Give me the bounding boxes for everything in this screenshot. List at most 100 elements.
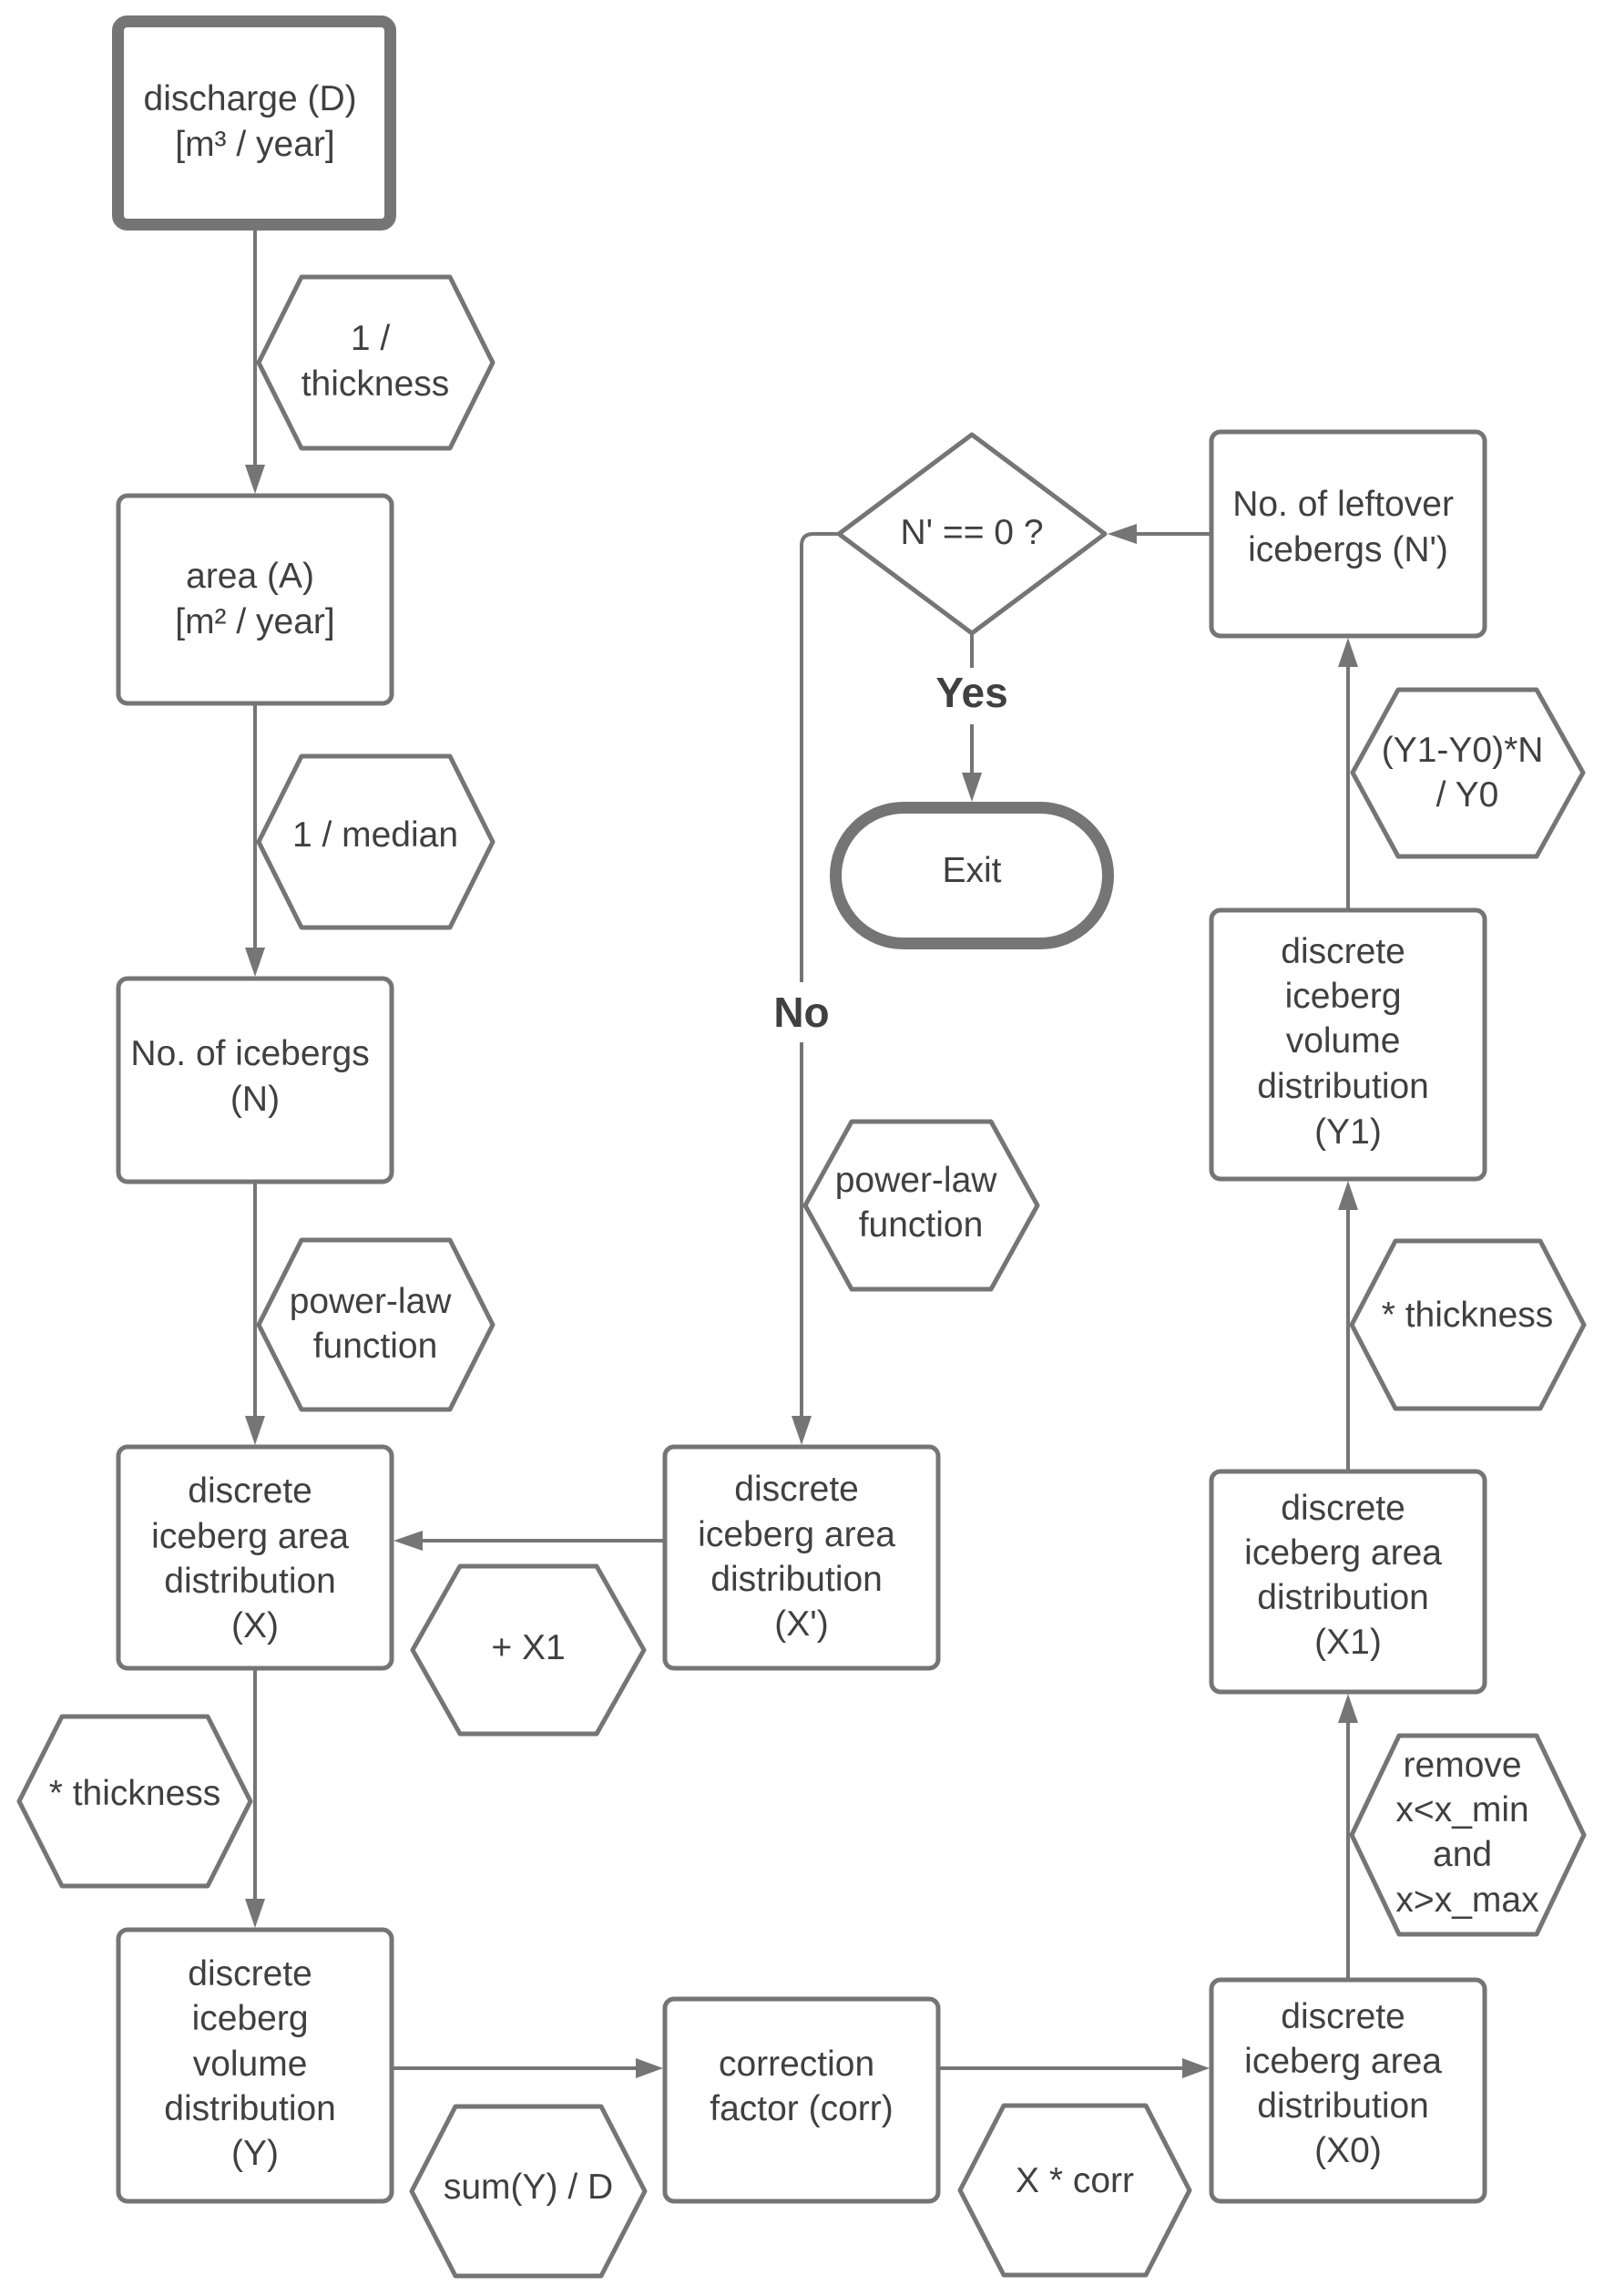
arrowhead-down-icon — [245, 1899, 265, 1928]
operator-hexagon — [1349, 1238, 1587, 1411]
label-line: sum(Y) / D — [444, 2168, 613, 2207]
operator-power-law-2: power-law function — [802, 1119, 1040, 1292]
edge-decision-to-x-prime — [800, 532, 838, 1418]
label-line: (X') — [774, 1604, 828, 1644]
arrowhead-down-icon — [792, 1416, 812, 1445]
label-line: icebergs (N') — [1248, 530, 1448, 569]
node-number-of-icebergs-label: No. of icebergs (N) — [130, 1034, 379, 1119]
operator-leftover-calc-label: (Y1-Y0)*N / Y0 — [1382, 731, 1554, 815]
operator-hexagon — [256, 753, 496, 930]
label-line: power-law — [835, 1161, 998, 1200]
label-line: distribution — [1257, 1067, 1429, 1106]
node-correction-factor-box — [662, 1996, 941, 2204]
node-area-distribution-x-prime: discrete iceberg area distribution (X') — [662, 1444, 941, 1671]
operator-remove-range-label: remove x<x_min and x>x_max — [1395, 1746, 1539, 1920]
operator-hexagon — [256, 1237, 496, 1412]
operator-hexagon — [409, 2104, 648, 2279]
label-line: discrete — [188, 1471, 312, 1511]
node-volume-distribution-y-box — [116, 1927, 394, 2204]
node-area-distribution-x1-label: discrete iceberg area distribution (X1) — [1244, 1489, 1452, 1662]
node-area-distribution-x-prime-label: discrete iceberg area distribution (X') — [698, 1470, 905, 1644]
label-line: iceberg — [192, 1999, 309, 2038]
label-line: [m² / year] — [175, 602, 335, 641]
label-line: discrete — [1281, 932, 1405, 971]
label-line: discharge (D) — [144, 79, 357, 118]
operator-times-thickness-1-label: * thickness — [49, 1774, 221, 1813]
node-area-distribution-x-box — [116, 1444, 394, 1671]
operator-hexagon — [802, 1119, 1040, 1292]
operator-hexagon — [16, 1714, 253, 1889]
label-line: distribution — [164, 1562, 336, 1601]
label-line: (N) — [230, 1080, 280, 1119]
label-line: (Y) — [231, 2134, 279, 2173]
label-line: (X0) — [1314, 2131, 1382, 2170]
label-line: iceberg area — [1244, 1533, 1442, 1573]
decision-diamond — [836, 432, 1108, 636]
arrowhead-down-icon — [245, 1416, 265, 1445]
label-line: (X) — [231, 1606, 279, 1645]
node-area-distribution-x-label: discrete iceberg area distribution (X) — [151, 1471, 359, 1645]
node-volume-distribution-y1: discrete iceberg volume distribution (Y1… — [1209, 907, 1487, 1182]
label-line: + X1 — [491, 1628, 565, 1667]
operator-sum-over-d: sum(Y) / D — [409, 2104, 648, 2279]
label-line: Exit — [942, 851, 1001, 890]
label-line: iceberg — [1285, 977, 1402, 1016]
operator-plus-x1-label: + X1 — [491, 1628, 565, 1667]
arrowhead-right-icon — [1182, 2058, 1210, 2078]
node-number-of-icebergs-box — [116, 976, 394, 1184]
arrowhead-left-icon — [393, 1531, 423, 1551]
arrowhead-up-icon — [1338, 1694, 1358, 1723]
node-area: area (A) [m² / year] — [116, 493, 394, 706]
node-number-of-icebergs: No. of icebergs (N) — [116, 976, 394, 1184]
node-volume-distribution-y1-box — [1209, 907, 1487, 1182]
label-line: factor (corr) — [710, 2089, 894, 2128]
node-volume-distribution-y1-label: discrete iceberg volume distribution (Y1… — [1257, 932, 1438, 1152]
operator-thickness-inverse-label: 1 / thickness — [301, 319, 450, 404]
node-area-distribution-x1: discrete iceberg area distribution (X1) — [1209, 1469, 1487, 1695]
operator-thickness-inverse: 1 / thickness — [256, 274, 496, 451]
operator-x-times-corr-label: X * corr — [1016, 2161, 1134, 2200]
operator-times-thickness-1: * thickness — [16, 1714, 253, 1889]
node-correction-factor-label: correction factor (corr) — [710, 2045, 894, 2128]
label-line: X * corr — [1016, 2161, 1134, 2200]
node-area-distribution-x0-label: discrete iceberg area distribution (X0) — [1244, 1997, 1452, 2170]
node-area-distribution-x0: discrete iceberg area distribution (X0) — [1209, 1977, 1487, 2204]
label-line: No. of leftover — [1232, 485, 1454, 524]
operator-power-law-2-label: power-law function — [835, 1161, 1007, 1245]
node-area-distribution-x: discrete iceberg area distribution (X) — [116, 1444, 394, 1671]
label-line: area (A) — [186, 557, 314, 596]
operator-power-law-1: power-law function — [256, 1237, 496, 1412]
label-line: distribution — [164, 2089, 336, 2128]
label-line: volume — [1286, 1021, 1401, 1061]
operator-hexagon — [256, 274, 496, 451]
operator-hexagon — [410, 1563, 647, 1737]
operator-sum-over-d-label: sum(Y) / D — [444, 2168, 613, 2207]
arrowhead-down-icon — [245, 465, 265, 494]
node-volume-distribution-y-label: discrete iceberg volume distribution (Y) — [164, 1954, 345, 2173]
operator-hexagon — [1349, 1733, 1587, 1937]
label-line: x>x_max — [1395, 1881, 1539, 1920]
label-line: and — [1433, 1835, 1492, 1874]
edge-label-no: No — [773, 989, 829, 1036]
operator-plus-x1: + X1 — [410, 1563, 647, 1737]
label-line: iceberg area — [151, 1517, 349, 1556]
edges — [245, 231, 1358, 2078]
label-line: * thickness — [49, 1774, 221, 1813]
arrowhead-down-icon — [962, 773, 982, 802]
node-exit: Exit — [830, 802, 1114, 949]
label-line: No. of icebergs — [130, 1034, 369, 1073]
node-correction-factor: correction factor (corr) — [662, 1996, 941, 2204]
node-leftover-icebergs: No. of leftover icebergs (N') — [1209, 429, 1487, 639]
operator-hexagon — [957, 2103, 1192, 2278]
node-exit-label: Exit — [942, 851, 1001, 890]
node-area-box — [116, 493, 394, 706]
node-leftover-icebergs-box — [1209, 429, 1487, 639]
operator-power-law-1-label: power-law function — [290, 1282, 462, 1366]
label-line: function — [859, 1205, 984, 1245]
arrowhead-up-icon — [1338, 638, 1358, 667]
exit-terminator — [830, 802, 1114, 949]
node-area-distribution-x0-box — [1209, 1977, 1487, 2204]
edge-label-yes: Yes — [935, 669, 1007, 716]
label-line: distribution — [1257, 1578, 1429, 1617]
node-area-distribution-x-prime-box — [662, 1444, 941, 1671]
